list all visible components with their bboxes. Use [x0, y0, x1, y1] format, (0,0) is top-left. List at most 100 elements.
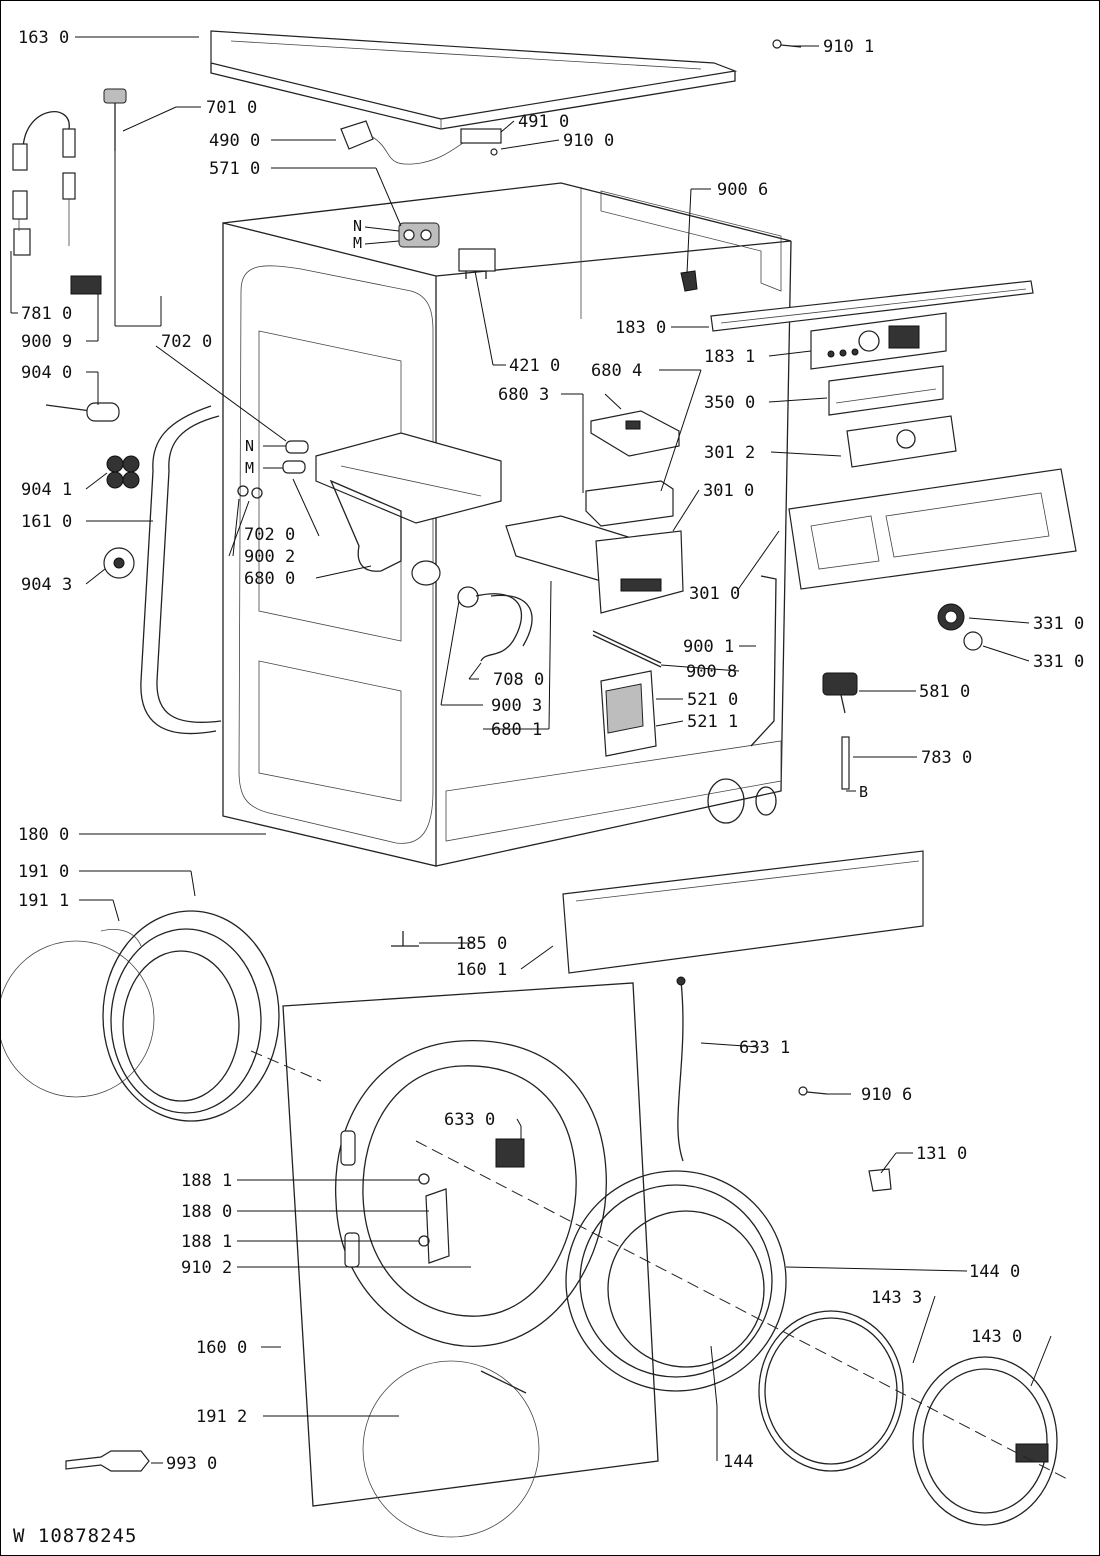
callout-701-0: 701 0 [206, 98, 257, 118]
variant-marks: N M N M B [245, 217, 868, 801]
callout-783-0: 783 0 [921, 748, 972, 768]
drawing-number: W 10878245 [13, 1525, 138, 1547]
callout-521-0: 521 0 [687, 690, 738, 710]
door-handle [868, 1168, 892, 1192]
callout-331-0-a: 331 0 [1033, 614, 1084, 634]
dispenser-housing [315, 432, 502, 586]
callout-163-0: 163 0 [18, 28, 69, 48]
control-panel-bracket [710, 280, 1034, 332]
mark-n-valve: N [353, 217, 362, 235]
callout-191-0: 191 0 [18, 862, 69, 882]
water-valve [398, 222, 440, 248]
callout-993-0: 993 0 [166, 1454, 217, 1474]
callout-900-6: 900 6 [717, 180, 768, 200]
feet-set [106, 455, 140, 489]
callout-180-0: 180 0 [18, 825, 69, 845]
kick-plate [562, 850, 924, 974]
callout-900-8: 900 8 [686, 662, 737, 682]
callout-680-3: 680 3 [498, 385, 549, 405]
callout-331-0-b: 331 0 [1033, 652, 1084, 672]
callout-491-0: 491 0 [518, 112, 569, 132]
clip-701-0 [103, 88, 127, 151]
screw-910-6 [798, 1086, 828, 1096]
screw-910-1 [772, 39, 802, 49]
callout-185-0: 185 0 [456, 934, 507, 954]
heater-sensor [841, 736, 850, 790]
callout-490-0: 490 0 [209, 131, 260, 151]
clip-900-6 [680, 270, 698, 292]
motor-controller [600, 670, 657, 757]
detergent-drawer [505, 515, 684, 614]
callout-183-1: 183 1 [704, 347, 755, 367]
callout-581-0: 581 0 [919, 682, 970, 702]
pressure-switch [822, 672, 858, 714]
leader-lines [10, 36, 1052, 1464]
foot-pad [103, 547, 135, 579]
mark-b: B [859, 783, 868, 801]
adjustable-foot [391, 931, 419, 947]
callout-188-0: 188 0 [181, 1202, 232, 1222]
door-glass-ring [758, 1310, 904, 1472]
callout-680-0: 680 0 [244, 569, 295, 589]
knob-panel [846, 415, 957, 468]
door-hinge [418, 1173, 450, 1264]
callout-421-0: 421 0 [509, 356, 560, 376]
callout-301-0-a: 301 0 [703, 481, 754, 501]
callout-680-1: 680 1 [491, 720, 542, 740]
callout-131-0: 131 0 [916, 1144, 967, 1164]
callout-521-1: 521 1 [687, 712, 738, 732]
pulley-bushing [937, 603, 983, 651]
callout-labels: 163 0 910 1 701 0 490 0 491 0 910 0 571 … [18, 28, 1084, 1474]
callout-633-0: 633 0 [444, 1110, 495, 1130]
door-outer-frame [912, 1356, 1058, 1526]
inlet-hose [12, 111, 102, 295]
top-cover [210, 30, 738, 130]
callout-900-3: 900 3 [491, 696, 542, 716]
transport-tool [65, 1450, 150, 1472]
callout-571-0: 571 0 [209, 159, 260, 179]
callout-708-0: 708 0 [493, 670, 544, 690]
cabinet [222, 182, 792, 867]
callout-904-3: 904 3 [21, 575, 72, 595]
door-lock [495, 1138, 525, 1168]
callout-680-4: 680 4 [591, 361, 642, 381]
callout-188-1-b: 188 1 [181, 1232, 232, 1252]
callout-143-0: 143 0 [971, 1327, 1022, 1347]
bellows-clamp-band [140, 405, 222, 735]
door-lock-wire [676, 976, 686, 1162]
mark-m-valve: M [353, 234, 362, 252]
callout-191-1: 191 1 [18, 891, 69, 911]
callout-350-0: 350 0 [704, 393, 755, 413]
dispenser-cover [590, 410, 680, 457]
dispenser-drawer-small [585, 480, 674, 527]
callout-702-0-b: 702 0 [244, 525, 295, 545]
callout-301-2: 301 2 [704, 443, 755, 463]
bellows-clamp-ring [362, 1360, 540, 1538]
wire-harness-clip [592, 575, 777, 747]
callout-633-1: 633 1 [739, 1038, 790, 1058]
electronic-board [810, 312, 947, 370]
callout-191-2: 191 2 [196, 1407, 247, 1427]
front-panel [282, 982, 659, 1507]
callout-702-0-a: 702 0 [161, 332, 212, 352]
callout-904-0: 904 0 [21, 363, 72, 383]
mains-cable [340, 120, 502, 165]
interference-suppressor [458, 248, 496, 279]
callout-900-1: 900 1 [683, 637, 734, 657]
callout-183-0: 183 0 [615, 318, 666, 338]
callout-781-0: 781 0 [21, 304, 72, 324]
callout-910-1: 910 1 [823, 37, 874, 57]
callout-160-0: 160 0 [196, 1338, 247, 1358]
mark-m-hose: M [245, 459, 254, 477]
callout-900-9: 900 9 [21, 332, 72, 352]
drain-filter [45, 402, 120, 422]
front-control-panel [788, 468, 1077, 590]
callout-910-6: 910 6 [861, 1085, 912, 1105]
callout-144: 144 [723, 1452, 754, 1472]
door-frame [565, 1170, 787, 1392]
callout-161-0: 161 0 [21, 512, 72, 532]
callout-900-2: 900 2 [244, 547, 295, 567]
callout-904-1: 904 1 [21, 480, 72, 500]
